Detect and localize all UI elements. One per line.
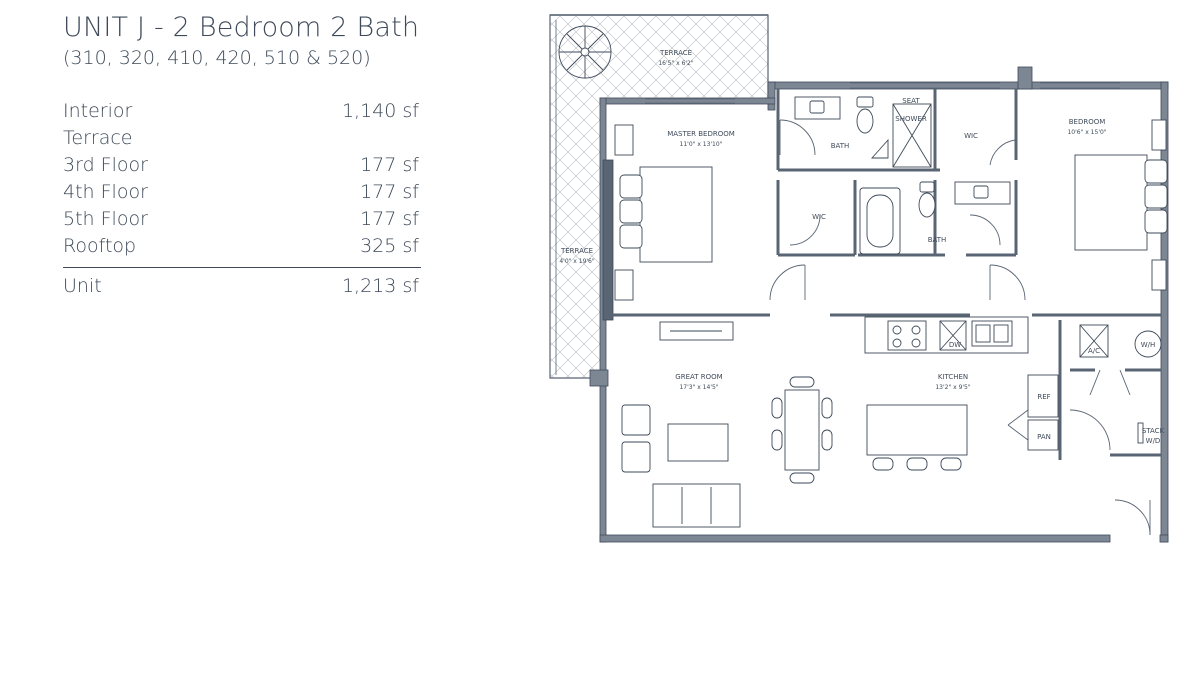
- bed-icon: [1074, 119, 1168, 291]
- area-total: Unit 1,213 sf: [63, 275, 419, 302]
- area-label: Rooftop: [63, 235, 137, 257]
- area-value: 325 sf: [360, 235, 419, 257]
- living-furniture: [621, 321, 741, 528]
- fixture-ref: REF: [1037, 393, 1050, 401]
- area-label: 5th Floor: [63, 208, 148, 230]
- mechanical-fixtures: [1079, 324, 1162, 444]
- exterior-walls: [589, 66, 1169, 543]
- room-bedroom-dims: 10'6" x 15'0": [1067, 129, 1106, 136]
- area-row-3rd-floor: 3rd Floor 177 sf: [63, 154, 419, 181]
- area-value: 177 sf: [360, 181, 419, 203]
- area-row-4th-floor: 4th Floor 177 sf: [63, 181, 419, 208]
- windows: [645, 82, 1120, 104]
- room-great-room-dims: 17'3" x 14'5": [679, 384, 718, 391]
- room-terrace-top: TERRACE: [659, 49, 692, 57]
- area-label: Terrace: [63, 127, 133, 149]
- area-value: 177 sf: [360, 208, 419, 230]
- table-divider: [63, 267, 421, 268]
- bath-fixtures: [794, 96, 1011, 255]
- area-label: 3rd Floor: [63, 154, 148, 176]
- room-terrace-top-dims: 16'5" x 6'2": [658, 60, 694, 67]
- interior-walls: [610, 89, 1161, 460]
- area-table: Interior 1,140 sf Terrace 3rd Floor 177 …: [63, 100, 419, 262]
- total-label: Unit: [63, 275, 102, 297]
- area-row-rooftop: Rooftop 325 sf: [63, 235, 419, 262]
- fixture-stack: STACK: [1142, 427, 1165, 435]
- area-row-interior: Interior 1,140 sf: [63, 100, 419, 127]
- area-row-unit: Unit 1,213 sf: [63, 275, 419, 302]
- fixture-wh: W/H: [1141, 341, 1156, 349]
- room-bedroom: BEDROOM: [1069, 118, 1106, 126]
- area-label: Interior: [63, 100, 133, 122]
- total-value: 1,213 sf: [341, 275, 419, 297]
- area-label: 4th Floor: [63, 181, 148, 203]
- kitchen-fixtures: [864, 316, 1059, 471]
- room-kitchen-dims: 13'2" x 9'5": [935, 384, 971, 391]
- room-wic-master: WIC: [812, 213, 826, 221]
- door-swings: [769, 119, 1151, 536]
- area-row-terrace: Terrace: [63, 127, 419, 154]
- area-value: 177 sf: [360, 154, 419, 176]
- master-bed-icon: [614, 124, 713, 301]
- room-master-bedroom-dims: 11'0" x 13'10": [680, 141, 723, 148]
- unit-title: UNIT J - 2 Bedroom 2 Bath: [63, 12, 420, 43]
- room-kitchen: KITCHEN: [938, 373, 968, 381]
- fixture-dw: DW: [949, 341, 961, 349]
- area-value: 1,140 sf: [341, 100, 419, 122]
- fixture-pan: PAN: [1037, 433, 1051, 441]
- room-wic-bedroom: WIC: [964, 132, 978, 140]
- area-row-5th-floor: 5th Floor 177 sf: [63, 208, 419, 235]
- fixture-seat: SEAT: [902, 97, 920, 105]
- room-great-room: GREAT ROOM: [675, 373, 722, 381]
- room-terrace-side-dims: 4'0" x 19'6": [559, 258, 595, 265]
- room-master-bedroom: MASTER BEDROOM: [667, 130, 735, 138]
- room-terrace-side: TERRACE: [560, 247, 593, 255]
- spiral-stair-icon: [558, 25, 612, 79]
- fixture-shower: SHOWER: [895, 115, 927, 123]
- fixture-ac: A/C: [1088, 347, 1100, 355]
- dining-table-icon: [771, 376, 833, 484]
- room-bath-second: BATH: [928, 236, 947, 244]
- fixture-wd: W/D: [1146, 437, 1161, 445]
- room-bath-master: BATH: [831, 142, 850, 150]
- floor-plan: TERRACE 16'5" x 6'2" TERRACE 4'0" x 19'6…: [549, 14, 1169, 543]
- unit-numbers: (310, 320, 410, 420, 510 & 520): [63, 47, 371, 69]
